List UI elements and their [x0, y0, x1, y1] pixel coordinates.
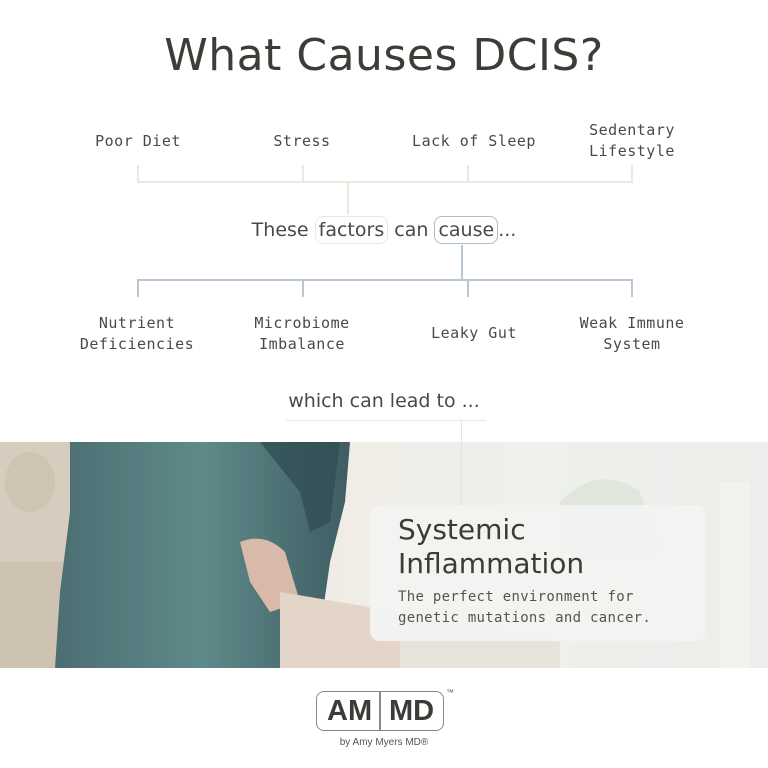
logo-byline: by Amy Myers MD® [339, 737, 429, 748]
effect-leaky-gut: Leaky Gut [431, 324, 517, 342]
connector-line [461, 420, 462, 505]
logo-md: MD [389, 695, 435, 727]
connector-line [467, 279, 469, 297]
lead-text: which can lead to ... [288, 390, 480, 412]
underline-divider [286, 420, 486, 421]
connector-line [137, 181, 633, 183]
page-title: What Causes DCIS? [164, 30, 604, 81]
connector-line [302, 165, 304, 182]
connector-line [631, 165, 633, 182]
logo-am: AM [327, 695, 373, 727]
factors-sentence: These factors can cause... [0, 216, 768, 244]
connector-line [302, 279, 304, 297]
connector-line [137, 279, 633, 281]
brand-logo: AM MD [316, 691, 444, 731]
trademark-symbol: ™ [446, 688, 454, 697]
connector-line [137, 279, 139, 297]
connector-line [137, 165, 139, 182]
connector-line [467, 165, 469, 182]
cause-highlight: cause [434, 216, 499, 244]
cause-poor-diet: Poor Diet [95, 132, 181, 150]
cause-stress: Stress [273, 132, 331, 150]
logo-divider [379, 692, 381, 730]
connector-line [461, 245, 463, 280]
factors-highlight: factors [314, 216, 389, 244]
connector-line [347, 181, 349, 215]
footer [0, 668, 768, 768]
connector-line [631, 279, 633, 297]
cause-lack-of-sleep: Lack of Sleep [412, 132, 536, 150]
